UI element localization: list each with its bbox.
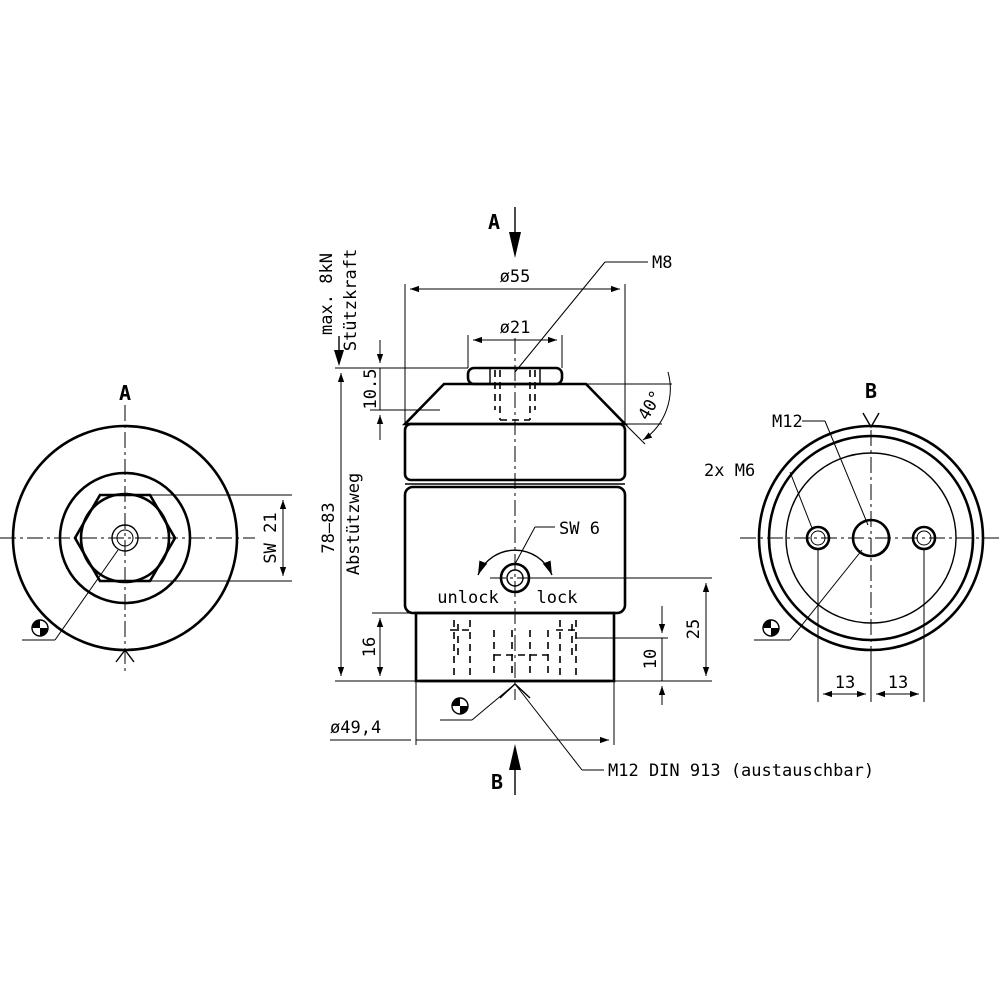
- upper-cylinder: [403, 422, 627, 482]
- view-b-mid-circle: [767, 434, 975, 642]
- dia494-label: ø49,4: [330, 718, 381, 738]
- unlock-label: unlock: [437, 588, 498, 608]
- angle40-label: 40°: [634, 387, 667, 424]
- projection-symbol-icon: [451, 697, 469, 715]
- force-line1: max. 8kN: [317, 253, 337, 335]
- view-arrow-icon: [509, 232, 521, 258]
- dim25: 25: [530, 577, 712, 682]
- base-hidden-threads: [450, 620, 580, 678]
- view-b-m12-label: M12: [772, 412, 803, 432]
- m8-label: M8: [652, 253, 672, 273]
- view-b-outer-circle: [757, 424, 985, 652]
- view-b: B M12 2x M6: [704, 379, 1000, 702]
- height105-label: 10.5: [361, 369, 381, 410]
- support-force: max. 8kN Stützkraft: [317, 249, 361, 366]
- dia21-dimension: ø21: [467, 318, 563, 368]
- view-a-leader: [22, 549, 119, 641]
- projection-symbol-icon: [31, 619, 49, 637]
- view-a: A SW 21: [0, 381, 292, 672]
- dia55-dimension: ø55: [404, 267, 626, 424]
- view-a-bottom-mark: [115, 648, 135, 663]
- dim16: 16: [360, 612, 416, 676]
- angle40-dimension: 40°: [586, 371, 672, 445]
- view-arrow-b-bottom: B: [491, 744, 521, 795]
- m12-din-label: M12 DIN 913 (austauschbar): [608, 761, 874, 781]
- base-projection-leader: [440, 683, 531, 721]
- stroke-dimension: 78–83 Abstützweg: [319, 367, 468, 682]
- view-b-dim-left-label: 13: [835, 673, 855, 693]
- stroke-range-label: 78–83: [319, 502, 339, 553]
- view-b-m6-label: 2x M6: [704, 461, 755, 481]
- rotation-arrow-icon: [477, 549, 553, 576]
- sw6-label: SW 6: [559, 519, 600, 539]
- dia494-dimension: ø49,4: [330, 681, 615, 745]
- view-a-hex-inner: [79, 492, 171, 584]
- force-line2: Stützkraft: [341, 249, 361, 351]
- dim10: 10: [576, 606, 668, 705]
- dia21-label: ø21: [500, 318, 531, 338]
- arrow-b-bottom-label: B: [491, 770, 503, 794]
- lock-label: lock: [537, 588, 578, 608]
- view-a-centerlines: [0, 405, 255, 672]
- view-b-dim-right-label: 13: [888, 673, 908, 693]
- view-arrow-icon: [509, 744, 521, 770]
- side-view: A: [317, 207, 874, 795]
- dim10-label: 10: [641, 649, 661, 669]
- view-a-inner-circle: [58, 471, 192, 605]
- view-a-bore-inner: [116, 529, 134, 547]
- hidden-m8-thread: [494, 370, 536, 421]
- view-a-title: A: [119, 381, 131, 405]
- view-a-sw21-dimension: SW 21: [150, 494, 292, 582]
- view-b-inner-circle: [785, 452, 957, 624]
- dia55-label: ø55: [500, 267, 531, 287]
- view-a-bore: [111, 524, 139, 552]
- dim16-label: 16: [360, 637, 380, 657]
- view-b-leader: [754, 549, 863, 641]
- view-b-13-dimension: 13 13: [817, 549, 925, 702]
- arrow-a-top-label: A: [488, 210, 500, 234]
- view-a-sw21-label: SW 21: [261, 512, 281, 563]
- dim25-label: 25: [684, 619, 704, 639]
- projection-symbol-icon: [762, 619, 780, 637]
- view-b-title: B: [865, 379, 877, 403]
- m12-din-leader: M12 DIN 913 (austauschbar): [514, 683, 874, 781]
- stroke-label: Abstützweg: [344, 473, 364, 575]
- view-arrow-a-top: A: [488, 207, 521, 258]
- m8-leader: M8: [514, 253, 672, 373]
